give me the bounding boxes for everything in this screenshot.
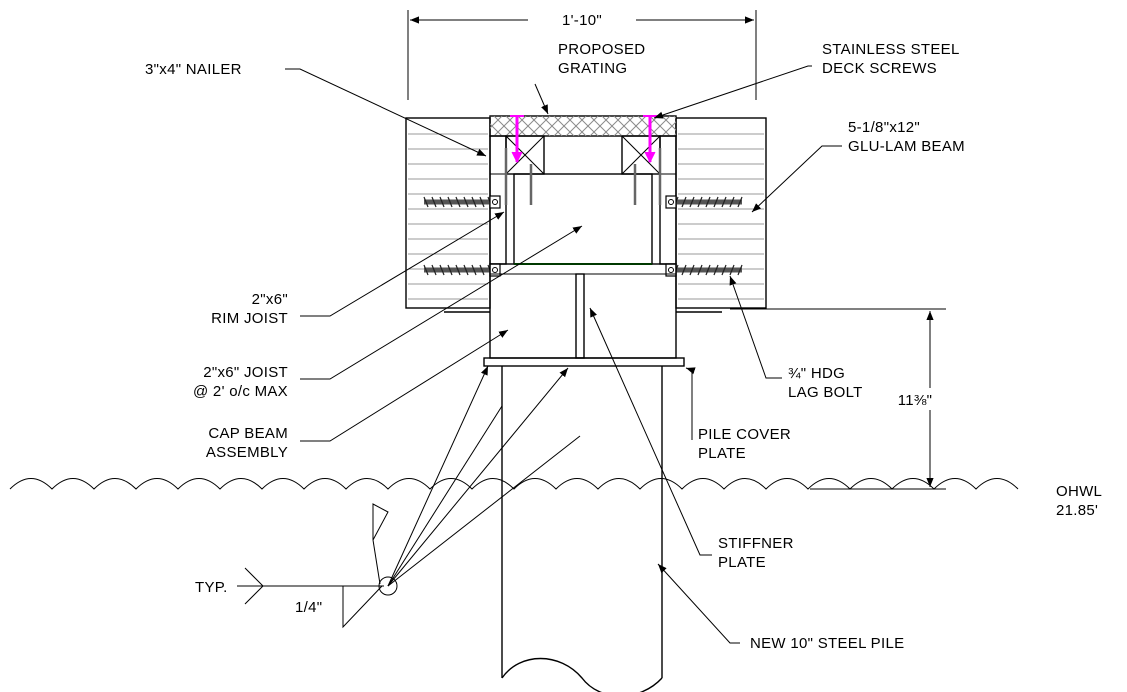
label-cap-beam-1: CAP BEAM [208, 425, 288, 442]
label-lag-bolt-2: LAG BOLT [788, 384, 863, 401]
label-nailer: 3"x4" NAILER [145, 61, 242, 78]
right-dimension [730, 308, 946, 490]
label-cap-beam-2: ASSEMBLY [206, 444, 288, 461]
label-ohwl-1: OHWL [1056, 483, 1102, 500]
label-lag-bolt-1: ¾" HDG [788, 365, 845, 382]
label-glulam-1: 5-1/8"x12" [848, 119, 920, 136]
label-joist-1: 2"x6" JOIST [203, 364, 288, 381]
label-weld-typ: TYP. [195, 579, 228, 596]
stiffener-plate [575, 273, 585, 359]
pile-cover-plate [483, 357, 685, 367]
grating [489, 115, 677, 137]
leader-pile [657, 563, 740, 644]
label-glulam-2: GLU-LAM BEAM [848, 138, 965, 155]
cap-beam-assembly [489, 263, 677, 359]
label-stiffener-2: PLATE [718, 554, 766, 571]
glulam-beam-left [405, 117, 491, 309]
leader-cap-beam [300, 329, 509, 442]
top-dimension [407, 10, 757, 100]
label-rim-joist-2: RIM JOIST [211, 310, 288, 327]
glulam-beam-right [675, 117, 767, 309]
label-grating-1: PROPOSED [558, 41, 645, 58]
leader-grating [534, 83, 549, 115]
label-stiffener-1: STIFFNER [718, 535, 794, 552]
deck-screw-left [510, 115, 524, 164]
label-screws-2: DECK SCREWS [822, 60, 937, 77]
nailer-right [621, 135, 661, 175]
leader-lag-bolt [729, 275, 782, 379]
leader-screws [653, 65, 812, 119]
leader-nailer [285, 68, 487, 157]
leader-rim-joist [300, 211, 505, 317]
dimension-height-label: 11⅜" [898, 392, 933, 409]
label-rim-joist-1: 2"x6" [252, 291, 288, 308]
label-screws-1: STAINLESS STEEL [822, 41, 960, 58]
label-ohwl-2: 21.85' [1056, 502, 1098, 519]
label-pile-cover-2: PLATE [698, 445, 746, 462]
leader-stiffener [589, 307, 712, 556]
leader-pile-cover [685, 367, 696, 440]
steel-pile [501, 366, 663, 692]
joist [513, 173, 653, 265]
lag-bolts [423, 195, 743, 277]
label-weld-size: 1/4" [295, 599, 322, 616]
leader-glulam [751, 145, 842, 213]
dimension-width-label: 1'-10" [562, 12, 602, 29]
label-pile: NEW 10" STEEL PILE [750, 635, 904, 652]
leaders [285, 65, 842, 644]
label-joist-2: @ 2' o/c MAX [193, 383, 288, 400]
label-grating-2: GRATING [558, 60, 627, 77]
nails [504, 148, 662, 205]
leader-joist [300, 225, 583, 380]
weld-symbol [237, 365, 581, 629]
nailer-left [505, 135, 545, 175]
label-pile-cover-1: PILE COVER [698, 426, 791, 443]
